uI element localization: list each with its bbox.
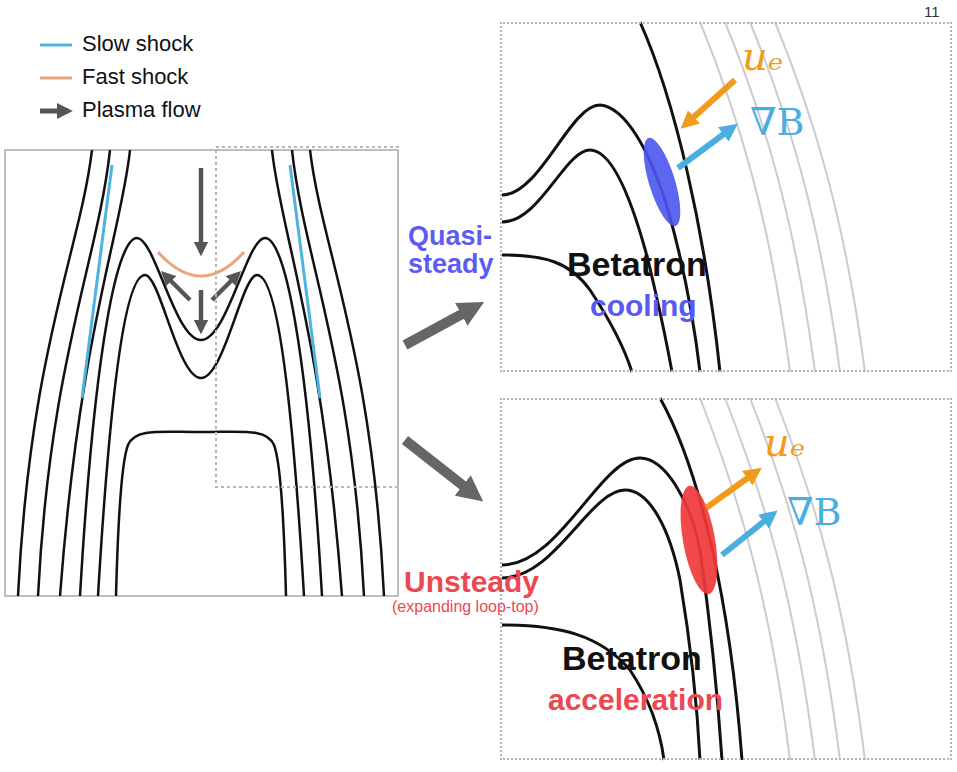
field-lines: [502, 22, 720, 372]
flow-arrow: [199, 168, 204, 252]
velocity-arrow: [686, 80, 735, 124]
field-lines-half: [18, 150, 201, 596]
field-line: [116, 432, 201, 596]
field-lines-mirror: [201, 150, 384, 596]
field-lines: [700, 398, 865, 760]
slow-shock: [82, 165, 112, 398]
vector-label: uₑ: [764, 420, 805, 464]
inset-art: [502, 22, 865, 372]
legend-sample: [40, 109, 68, 114]
flow-arrow: [164, 274, 190, 300]
case-label: Unsteady: [404, 566, 539, 598]
vector-label: ∇B: [787, 492, 841, 534]
gradient-arrow: [722, 515, 772, 555]
velocity-arrow: [706, 472, 756, 508]
field-line: [80, 238, 201, 596]
inset-art: [502, 398, 865, 760]
page-number: 11: [924, 4, 940, 20]
zoom-arrow: [405, 440, 475, 495]
field-line: [502, 105, 700, 372]
field-line: [750, 398, 840, 760]
legend-sample: [40, 77, 72, 80]
zoom-arrow: [405, 307, 475, 345]
field-line: [98, 275, 201, 596]
mechanism-label: cooling: [590, 289, 697, 322]
field-line: [775, 22, 865, 372]
field-lines: [18, 150, 384, 596]
case-label: Quasi- steady: [408, 222, 503, 279]
cooling-region: [636, 134, 688, 230]
field-line: [502, 490, 700, 760]
mechanism-label: Betatron: [567, 246, 707, 283]
legend-sample: [40, 44, 72, 47]
flow-arrow: [199, 290, 204, 330]
vector-label: uₑ: [742, 34, 783, 78]
field-lines: [700, 22, 865, 372]
zoom-box: [216, 147, 398, 487]
mechanism-label: acceleration: [548, 683, 723, 716]
field-line: [725, 22, 815, 372]
plasma-flow: [164, 168, 238, 330]
legend-text: Plasma flow: [82, 97, 201, 123]
mechanism-label: Betatron: [562, 640, 702, 677]
panel-frame: [5, 150, 398, 596]
field-line: [18, 150, 92, 596]
gradient-arrow: [678, 128, 732, 168]
case-note: (expanding loop-top): [392, 599, 539, 616]
legend-text: Slow shock: [82, 31, 193, 57]
legend-text: Fast shock: [82, 64, 188, 90]
fast-shock: [158, 252, 244, 276]
inset-panel: uₑ ∇B Betatron acceleration: [500, 398, 952, 760]
inset-panel: uₑ ∇B Betatron cooling: [500, 22, 952, 372]
vector-label: ∇B: [750, 102, 804, 144]
